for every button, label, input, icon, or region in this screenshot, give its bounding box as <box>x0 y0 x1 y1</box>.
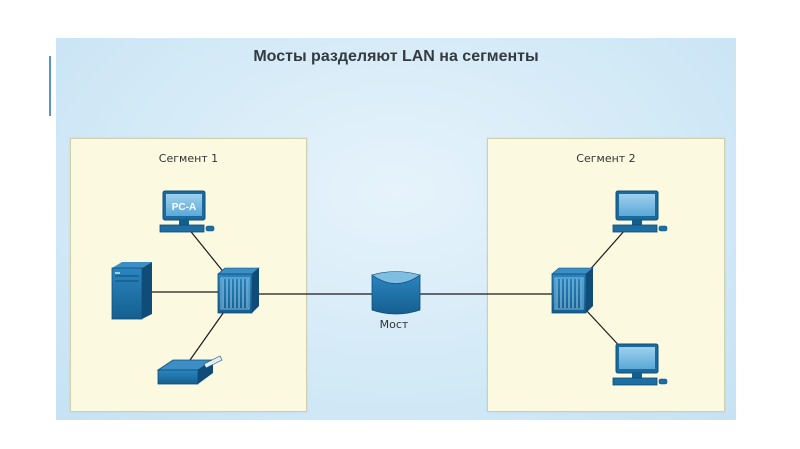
accent-bar <box>49 56 51 116</box>
bridge-icon <box>371 271 421 315</box>
hub-2-icon <box>551 267 594 314</box>
pc-a-icon: PC-A <box>159 190 215 233</box>
diagram-title: Мосты разделяют LAN на сегменты <box>253 48 539 65</box>
pc-bottom-icon <box>612 343 668 386</box>
server-icon <box>111 262 152 320</box>
hub-1-icon <box>217 267 260 314</box>
printer-icon <box>156 355 223 385</box>
pc-a-label: PC-A <box>172 202 196 213</box>
bridge-label: Мост <box>379 318 409 331</box>
segment-2-label: Сегмент 2 <box>576 152 636 165</box>
pc-top-icon <box>612 190 668 233</box>
segment-1-label: Сегмент 1 <box>158 152 219 165</box>
segment-2-area: Сегмент 2 <box>487 138 725 412</box>
